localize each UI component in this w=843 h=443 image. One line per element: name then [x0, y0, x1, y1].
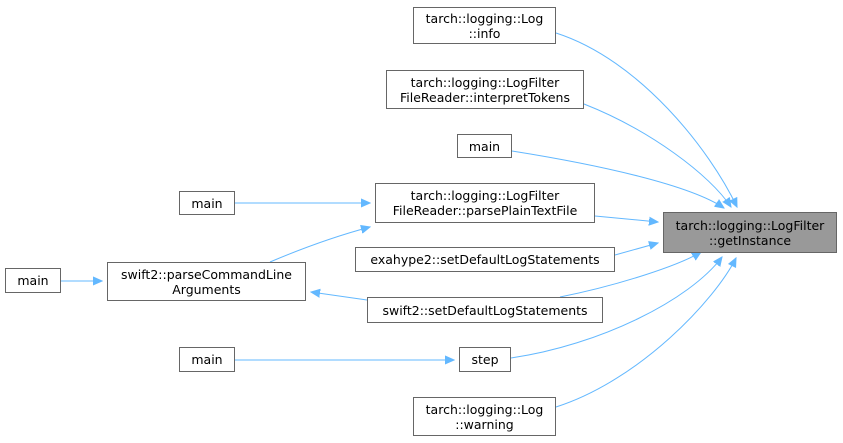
- node-interpret-tokens[interactable]: tarch::logging::LogFilter FileReader::in…: [386, 70, 584, 109]
- edge-parse-plain: [594, 215, 658, 222]
- node-log-info-line2: ::info: [468, 25, 501, 41]
- node-get-instance[interactable]: tarch::logging::LogFilter ::getInstance: [663, 212, 837, 253]
- edge-interpret-tokens: [583, 103, 731, 207]
- node-log-warning-line1: tarch::logging::Log: [425, 401, 544, 417]
- node-swift-parse-line2: Arguments: [172, 281, 241, 297]
- node-parse-plain-line1: tarch::logging::LogFilter: [410, 188, 560, 203]
- node-main-b[interactable]: main: [179, 191, 235, 215]
- edge-log-warning: [555, 258, 736, 408]
- node-log-warning[interactable]: tarch::logging::Log ::warning: [413, 397, 556, 436]
- node-swift-set-default-label: swift2::setDefaultLogStatements: [382, 302, 588, 318]
- node-exahype-set-default-label: exahype2::setDefaultLogStatements: [370, 252, 600, 267]
- node-get-instance-line2: ::getInstance: [708, 232, 792, 248]
- node-log-warning-line2: ::warning: [455, 416, 514, 432]
- edge-swift-set-to-parse: [311, 292, 368, 301]
- node-parse-plain-text-file[interactable]: tarch::logging::LogFilter FileReader::pa…: [375, 183, 595, 223]
- edge-log-info: [555, 32, 737, 207]
- node-main-c-label: main: [17, 273, 49, 288]
- edge-swift-set: [559, 252, 701, 298]
- node-swift-parse-line1: swift2::parseCommandLine: [121, 266, 292, 282]
- node-exahype-set-default[interactable]: exahype2::setDefaultLogStatements: [355, 247, 615, 272]
- node-main-d[interactable]: main: [179, 347, 235, 372]
- node-log-info[interactable]: tarch::logging::Log ::info: [413, 7, 556, 44]
- node-interpret-tokens-line1: tarch::logging::LogFilter: [410, 74, 560, 90]
- node-parse-plain-line2: FileReader::parsePlainTextFile: [392, 203, 578, 218]
- node-main-a[interactable]: main: [457, 134, 512, 158]
- node-main-b-label: main: [191, 195, 223, 211]
- node-main-a-label: main: [468, 138, 501, 154]
- node-interpret-tokens-line2: FileReader::interpretTokens: [400, 89, 570, 105]
- edge-exahype: [614, 243, 658, 256]
- edge-step: [510, 257, 722, 359]
- node-get-instance-line1: tarch::logging::LogFilter: [675, 217, 825, 233]
- edge-swift-parse-to-plain: [269, 227, 370, 263]
- node-step-label: step: [471, 352, 499, 367]
- node-log-info-line1: tarch::logging::Log: [425, 10, 544, 26]
- node-main-d-label: main: [191, 352, 223, 367]
- node-main-c[interactable]: main: [5, 268, 61, 293]
- node-step[interactable]: step: [459, 347, 511, 372]
- edge-main-a: [511, 150, 724, 208]
- node-swift-set-default[interactable]: swift2::setDefaultLogStatements: [367, 297, 603, 323]
- node-swift-parse-args[interactable]: swift2::parseCommandLine Arguments: [107, 262, 306, 301]
